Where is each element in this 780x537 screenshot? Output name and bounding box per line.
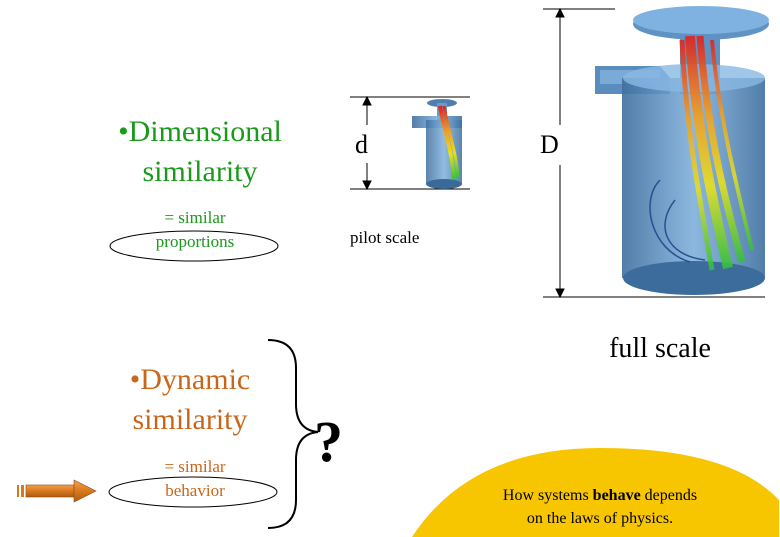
dimensional-title-line2: similarity bbox=[142, 155, 258, 188]
full-dimension-label: D bbox=[540, 130, 559, 159]
dynamic-similarity-definition: = similar behavior bbox=[110, 455, 280, 503]
dynamic-title-line1: •Dynamic bbox=[129, 363, 251, 396]
full-vessel-image bbox=[595, 6, 769, 295]
behavior-oval bbox=[108, 476, 278, 508]
full-dimension-marker bbox=[543, 7, 765, 299]
proportions-oval bbox=[109, 230, 279, 262]
pointer-arrow-icon bbox=[17, 479, 97, 503]
callout-text-before: How systems bbox=[502, 487, 593, 504]
pilot-dimension-label: d bbox=[355, 130, 368, 159]
callout-line2: on the laws of physics. bbox=[526, 510, 674, 527]
question-mark: ? bbox=[314, 409, 343, 474]
callout-text-after: depends bbox=[640, 487, 698, 504]
callout-bold-word: behave bbox=[592, 487, 641, 504]
dynamic-sub-line1: = similar bbox=[164, 457, 226, 476]
dynamic-sub-line2: behavior bbox=[165, 481, 225, 500]
dimensional-similarity-definition: = similar proportions bbox=[110, 206, 280, 254]
dimensional-sub-line2: proportions bbox=[155, 232, 235, 251]
pilot-vessel-image bbox=[412, 99, 462, 189]
callout-line1: How systems behave depends bbox=[430, 484, 770, 507]
dynamic-title-line2: similarity bbox=[132, 403, 248, 436]
dimensional-similarity-title: •Dimensional similarity bbox=[90, 112, 310, 192]
dimensional-title-line1: •Dimensional bbox=[118, 115, 282, 148]
pilot-dimension-marker bbox=[350, 95, 470, 191]
pilot-scale-caption: pilot scale bbox=[350, 228, 420, 247]
full-scale-caption: full scale bbox=[609, 333, 711, 364]
callout-text: How systems behave depends on the laws o… bbox=[430, 484, 770, 530]
grouping-brace bbox=[267, 339, 319, 529]
callout-shape bbox=[412, 448, 779, 537]
dimensional-sub-line1: = similar bbox=[164, 208, 226, 227]
dynamic-similarity-title: •Dynamic similarity bbox=[80, 360, 300, 440]
